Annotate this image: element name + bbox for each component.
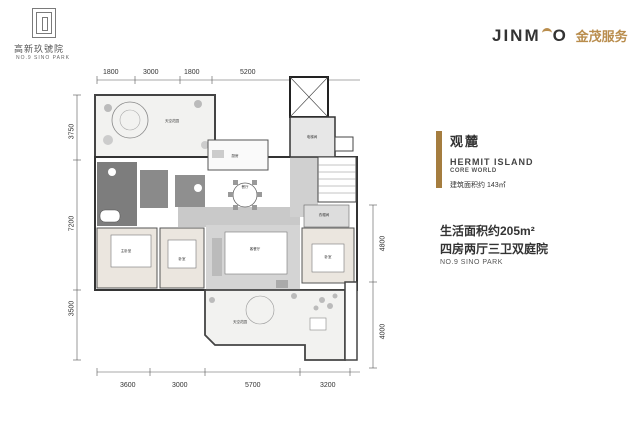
label-living: 客餐厅 — [250, 246, 261, 251]
stairs — [317, 156, 357, 203]
label-dining: 餐厅 — [242, 184, 249, 189]
built-area-label: 建筑面积约 — [450, 182, 485, 189]
brand-name-left: JINM — [492, 26, 541, 45]
project-logo-name: 高新玖號院 — [14, 45, 65, 55]
living-area: 生活面积约205m² — [440, 224, 535, 238]
label-courtyard-north: 天空花园 — [165, 118, 179, 123]
sofa — [212, 238, 222, 276]
title-accent-bar — [436, 131, 442, 188]
balcony — [344, 281, 358, 361]
brand-logo: JINM O 金茂服务 — [492, 26, 628, 46]
unit-layout: 四房两厅三卫双庭院 — [440, 242, 549, 256]
label-master: 主卧室 — [121, 248, 132, 253]
project-name: NO.9 SINO PARK — [440, 259, 503, 266]
bath-2 — [140, 170, 168, 208]
dim-bottom-4: 3200 — [320, 382, 336, 389]
unit-name-cn: 观麓 — [450, 135, 481, 150]
courtyard-north-tree — [111, 101, 149, 139]
label-bedroom-2: 卧室 — [325, 254, 333, 259]
dim-top-2: 3000 — [143, 69, 159, 76]
unit-subtitle-en: CORE WORLD — [450, 168, 497, 174]
living-rug — [224, 231, 288, 275]
label-kitchen: 厨房 — [232, 153, 239, 158]
label-lift-hall: 电梯间 — [307, 134, 318, 139]
built-area-value: 143㎡ — [487, 182, 506, 189]
unit-name-en: HERMIT ISLAND — [450, 157, 534, 167]
brand-name-cn: 金茂服务 — [575, 29, 628, 44]
project-logo-subtitle: NO.9 SINO PARK — [16, 55, 70, 61]
dim-top-4: 5200 — [240, 69, 256, 76]
label-closet: 衣帽间 — [319, 212, 330, 217]
corridor — [178, 207, 300, 227]
dim-bottom-1: 3600 — [120, 382, 136, 389]
dim-top-3: 1800 — [184, 69, 200, 76]
label-bedroom-1: 卧室 — [179, 256, 186, 261]
brand-mark-icon — [541, 28, 552, 42]
dim-bottom-2: 3000 — [172, 382, 188, 389]
label-courtyard-south: 天空花园 — [233, 319, 247, 324]
dim-bottom-3: 5700 — [245, 382, 261, 389]
bath-4 — [303, 204, 350, 228]
dim-top-1: 1800 — [103, 69, 119, 76]
brand-name-right: O — [552, 26, 568, 45]
project-logo-icon — [32, 8, 56, 38]
